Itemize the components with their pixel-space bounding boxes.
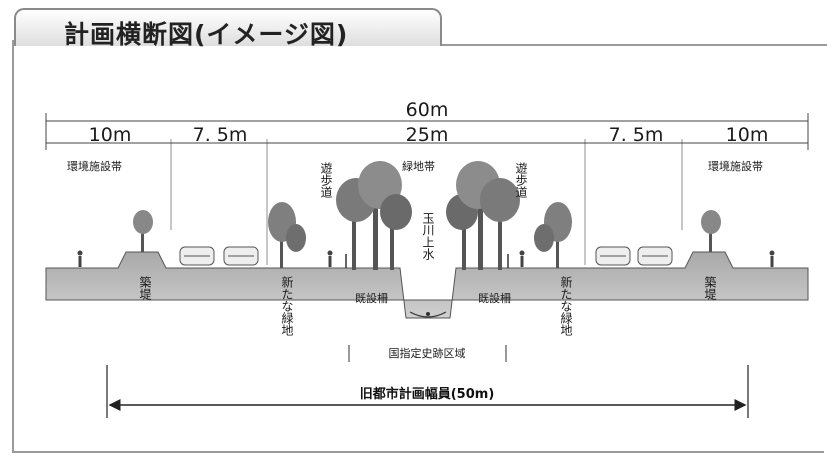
label-env-right: 環境施設帯 bbox=[708, 159, 763, 173]
dim-right-road: 7. 5m bbox=[609, 124, 664, 146]
label-new-green-right: 新たな緑地 bbox=[559, 275, 573, 336]
label-env-left: 環境施設帯 bbox=[67, 159, 122, 173]
label-path-left: 遊歩道 bbox=[319, 161, 333, 198]
aqueduct-water bbox=[409, 311, 447, 318]
dimension-lines bbox=[45, 113, 809, 265]
title-rule bbox=[440, 44, 827, 46]
label-fence-left: 既設柵 bbox=[355, 291, 388, 305]
tree-embankment-left bbox=[133, 210, 153, 252]
ground-profile bbox=[45, 251, 809, 319]
water-marker bbox=[426, 312, 430, 316]
label-historic-area: 国指定史跡区域 bbox=[389, 346, 466, 360]
tree-cluster-center-right bbox=[446, 161, 520, 270]
dim-center: 25m bbox=[406, 124, 449, 146]
label-fence-right: 既設柵 bbox=[478, 291, 511, 305]
tree-embankment-right bbox=[701, 210, 721, 252]
tree-new-green-right bbox=[534, 202, 572, 268]
historic-area-bracket bbox=[348, 345, 507, 362]
pedestrian-icons bbox=[77, 250, 775, 267]
page-title: 計画横断図(イメージ図) bbox=[64, 20, 349, 49]
tree-cluster-center-left bbox=[336, 161, 412, 270]
label-embank-left: 築堤 bbox=[138, 275, 152, 300]
car-right-2 bbox=[637, 246, 673, 266]
label-aqueduct: 玉川上水 bbox=[421, 212, 435, 260]
car-right-1 bbox=[595, 246, 631, 266]
dim-left-road: 7. 5m bbox=[193, 124, 248, 146]
car-left-2 bbox=[223, 246, 259, 266]
car-left-1 bbox=[179, 246, 215, 266]
diagram-frame bbox=[12, 40, 824, 453]
label-new-green-left: 新たな緑地 bbox=[280, 275, 294, 336]
old-plan-width-arrow bbox=[106, 365, 749, 418]
dim-total: 60m bbox=[406, 99, 449, 121]
label-embank-right: 築堤 bbox=[703, 275, 717, 300]
label-greenbelt: 緑地帯 bbox=[402, 159, 435, 173]
dim-right-band: 10m bbox=[726, 124, 769, 146]
dim-left-band: 10m bbox=[89, 124, 132, 146]
label-path-right: 遊歩道 bbox=[514, 161, 528, 198]
tree-new-green-left bbox=[268, 202, 306, 268]
title-tab bbox=[14, 8, 442, 46]
fence-posts bbox=[345, 254, 509, 268]
label-old-plan-width: 旧都市計画幅員(50m) bbox=[360, 386, 495, 402]
